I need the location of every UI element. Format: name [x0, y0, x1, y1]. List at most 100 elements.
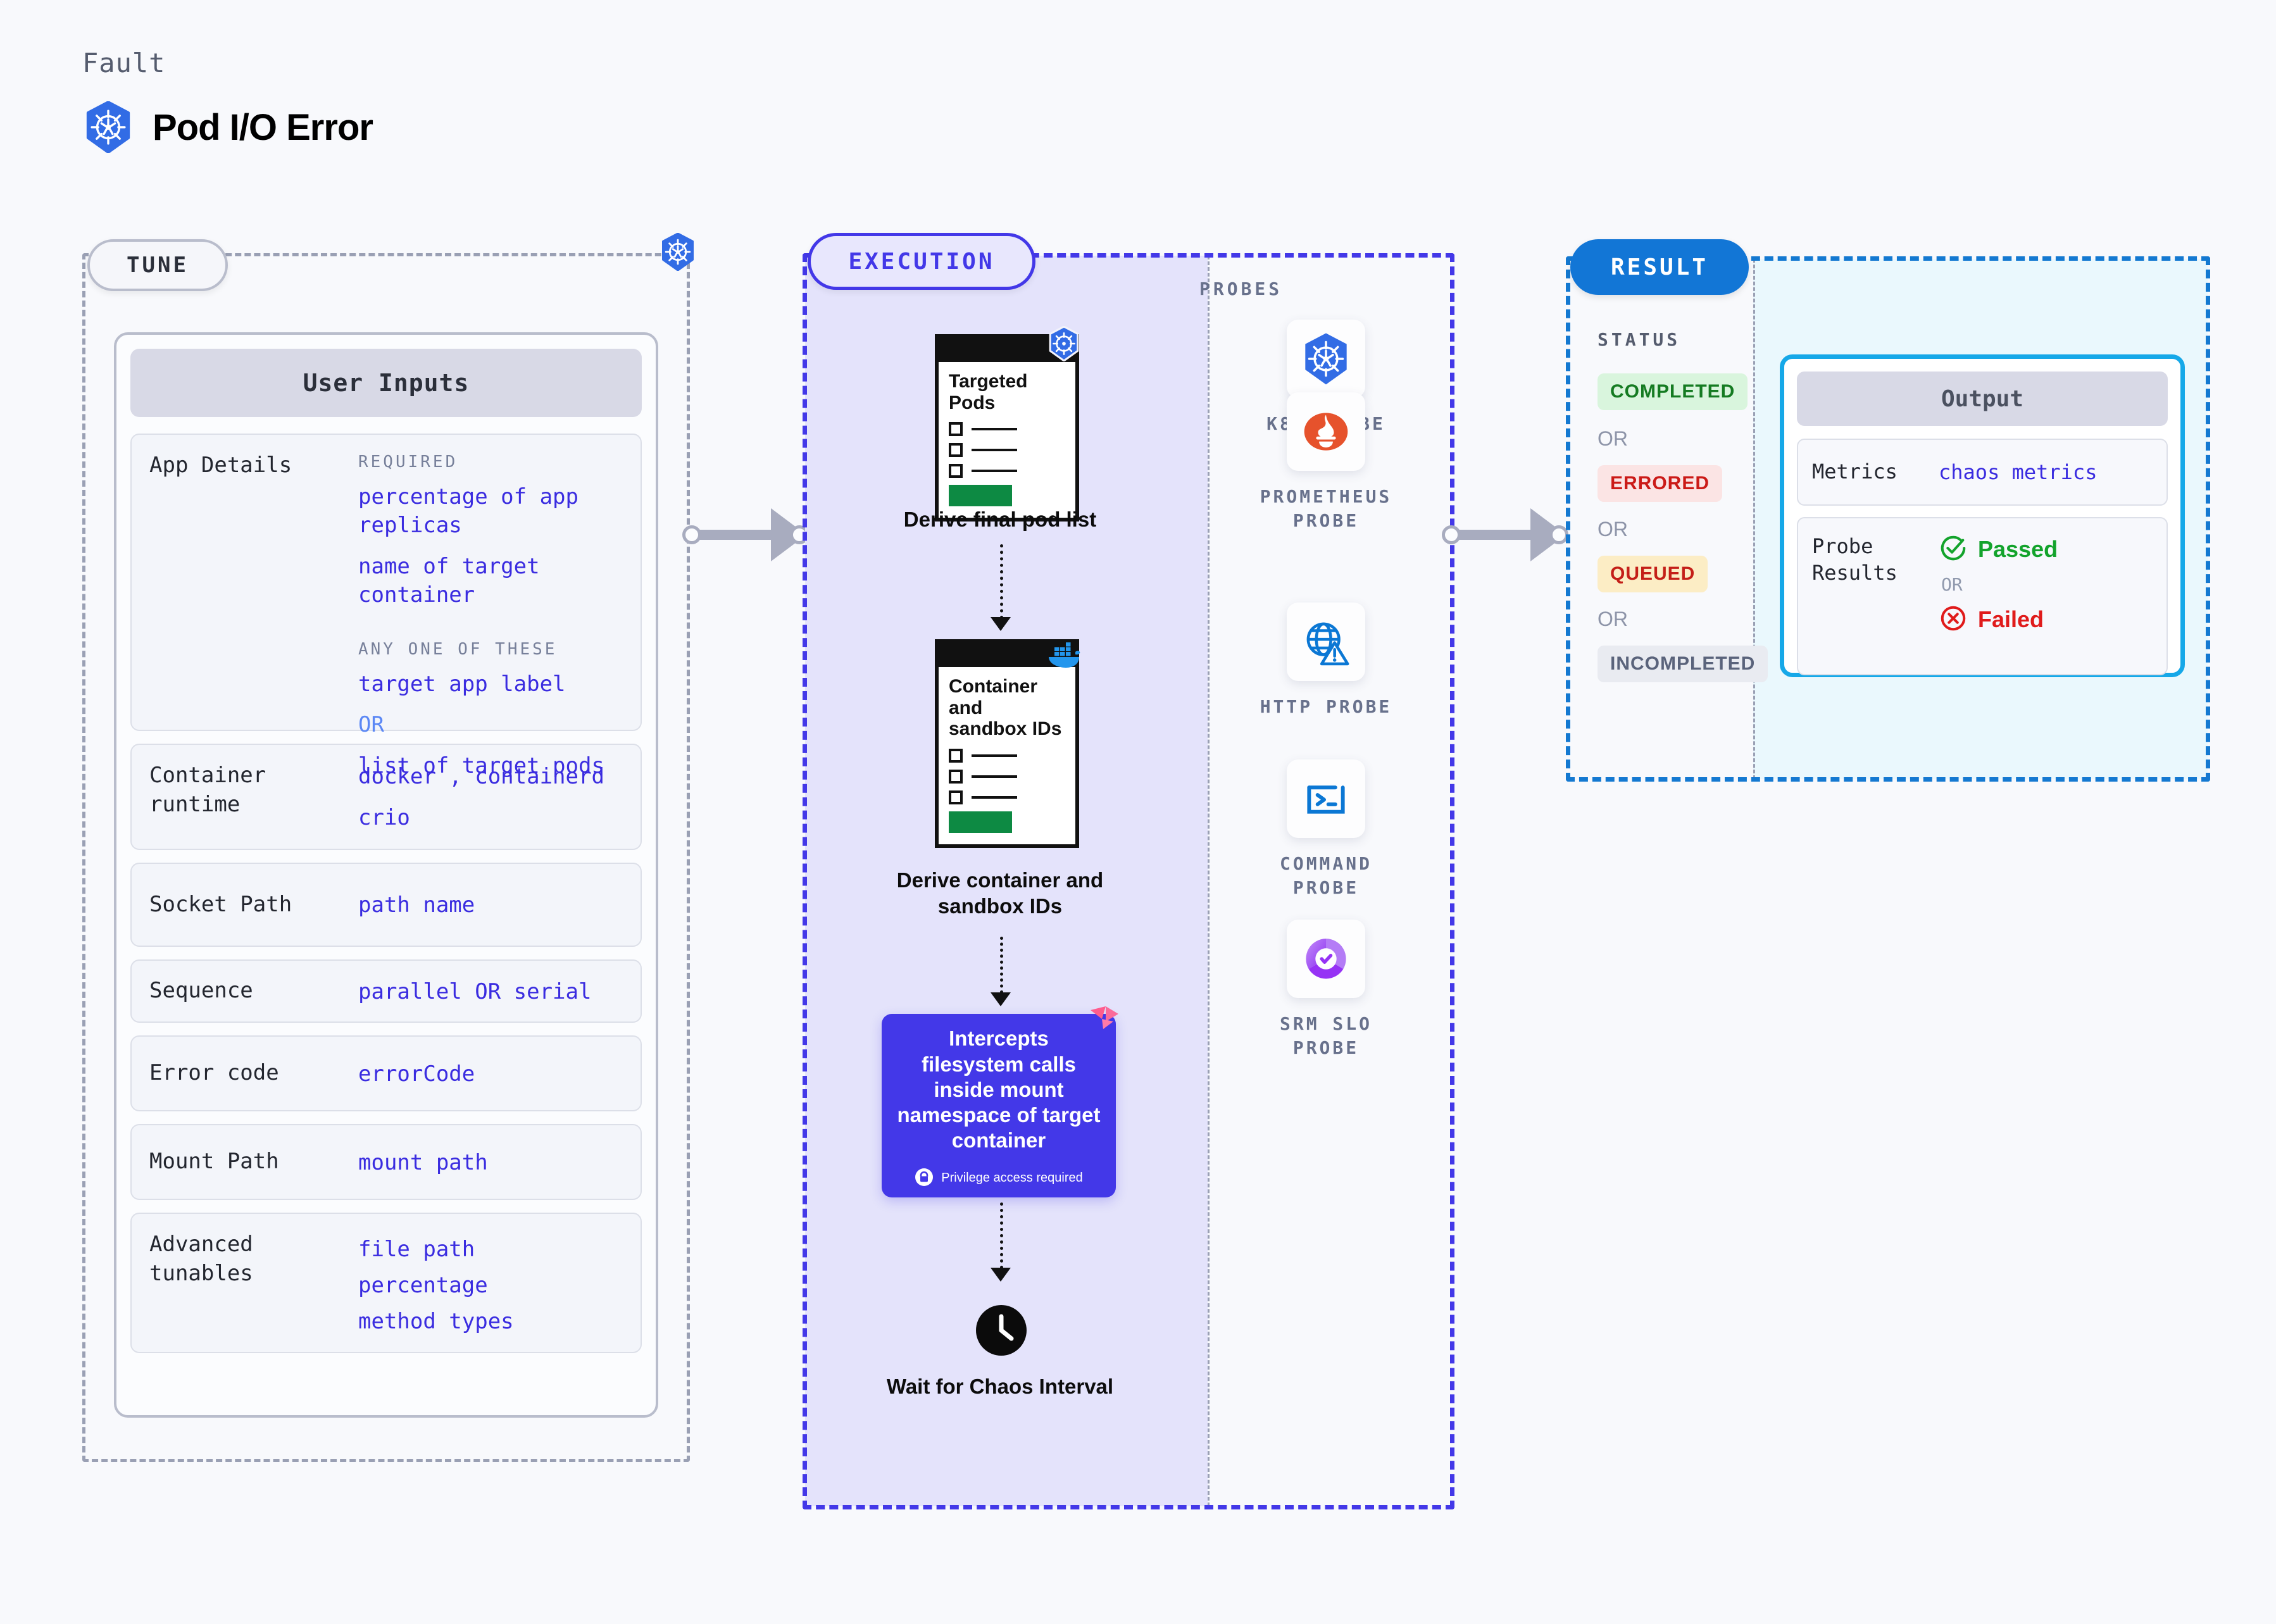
- input-row-socket-path[interactable]: Socket Path path name: [130, 863, 642, 947]
- input-value: path name: [358, 892, 475, 918]
- privilege-text: Privilege access required: [941, 1171, 1083, 1185]
- probe-label: HTTP PROBE: [1260, 696, 1392, 717]
- probes-title: PROBES: [1199, 278, 1283, 299]
- input-value: method types: [358, 1308, 514, 1334]
- tune-section-frame: [82, 253, 690, 1462]
- text-line: [972, 449, 1017, 452]
- input-value: percentage: [358, 1272, 488, 1298]
- input-values: parallel OR serial: [358, 977, 623, 1006]
- result-pill[interactable]: RESULT: [1570, 239, 1749, 295]
- input-value: list of target pods: [358, 753, 604, 779]
- output-card: Output Metrics chaos metrics Probe Resul…: [1780, 354, 2185, 677]
- probe-label: SRM SLO PROBE: [1279, 1013, 1372, 1058]
- execution-section-frame: [803, 253, 1454, 1509]
- flow-arrow: [1000, 937, 1003, 994]
- input-row-container-runtime[interactable]: Container runtime docker , containerd cr…: [130, 744, 642, 850]
- intercepts-filesystem-card: Intercepts filesystem calls inside mount…: [882, 1006, 1118, 1197]
- output-label: Metrics: [1812, 459, 1898, 484]
- text-line: [972, 796, 1017, 799]
- input-label: Container runtime: [149, 763, 266, 817]
- status-bar-green: [949, 811, 1012, 833]
- output-row-probe-results[interactable]: Probe Results Passed OR: [1797, 517, 2168, 675]
- fault-eyebrow: Fault: [82, 47, 166, 78]
- status-badge-errored: ERRORED: [1598, 465, 1723, 502]
- passed-label: Passed: [1978, 536, 2058, 562]
- input-value: percentage of app replicas: [358, 484, 578, 538]
- status-or: OR: [1598, 427, 1628, 450]
- probe-prometheus[interactable]: PROMETHEUS PROBE: [1250, 392, 1402, 533]
- output-header: Output: [1797, 372, 2168, 426]
- step-caption-derive-container-ids: Derive container and sandbox IDs: [896, 868, 1104, 918]
- input-value: file path: [358, 1237, 475, 1262]
- connector-tune-to-execution: [682, 506, 809, 563]
- checkbox-icon: [949, 443, 963, 458]
- input-value: mount path: [358, 1149, 488, 1175]
- group-heading-any-one: ANY ONE OF THESE: [358, 639, 558, 659]
- input-value: docker , containerd: [358, 764, 604, 789]
- step-caption-wait-chaos-interval: Wait for Chaos Interval: [886, 1375, 1114, 1398]
- group-heading-required: REQUIRED: [358, 453, 458, 472]
- input-label: Mount Path: [149, 1149, 279, 1175]
- prometheus-icon: [1287, 392, 1365, 471]
- input-value: target app label: [358, 671, 566, 697]
- user-inputs-card: User Inputs App Details REQUIRED percent…: [114, 332, 658, 1418]
- input-row-mount-path[interactable]: Mount Path mount path: [130, 1124, 642, 1200]
- input-value: crio: [358, 804, 410, 830]
- input-row-advanced-tunables[interactable]: Advanced tunables file path percentage m…: [130, 1213, 642, 1353]
- status-badge-queued: QUEUED: [1598, 556, 1708, 592]
- tune-pill[interactable]: TUNE: [87, 239, 228, 291]
- input-values: path name: [358, 890, 623, 920]
- page-title: Pod I/O Error: [153, 106, 373, 148]
- document-list-item: [949, 748, 1065, 763]
- input-label: Socket Path: [149, 891, 292, 917]
- execution-probes-divider: [1208, 256, 1210, 1506]
- status-badge-completed: COMPLETED: [1598, 373, 1748, 410]
- input-value: parallel OR serial: [358, 978, 592, 1004]
- kubernetes-icon: [1287, 320, 1365, 398]
- intercepts-text: Intercepts filesystem calls inside mount…: [897, 1027, 1101, 1152]
- probe-http[interactable]: HTTP PROBE: [1250, 603, 1402, 719]
- lock-icon: [915, 1168, 934, 1189]
- privilege-note: Privilege access required: [915, 1168, 1083, 1189]
- output-row-metrics[interactable]: Metrics chaos metrics: [1797, 439, 2168, 506]
- probe-command[interactable]: COMMAND PROBE: [1250, 759, 1402, 900]
- input-value: name of target container: [358, 553, 540, 608]
- text-line: [972, 470, 1017, 473]
- document-title: Targeted Pods: [949, 371, 1028, 413]
- input-label: Error code: [149, 1060, 279, 1086]
- probe-result-passed: Passed: [1939, 534, 2153, 565]
- flow-arrow-head: [991, 617, 1011, 631]
- flow-arrow: [1000, 544, 1003, 619]
- check-circle-icon: [1939, 534, 1968, 565]
- clock-icon: [975, 1304, 1028, 1359]
- checkbox-icon: [949, 464, 963, 478]
- user-inputs-header: User Inputs: [130, 349, 642, 417]
- output-values: Passed OR Failed: [1939, 534, 2153, 659]
- checkbox-icon: [949, 790, 963, 804]
- status-or: OR: [1598, 518, 1628, 540]
- document-list-item: [949, 464, 1065, 478]
- result-section-frame: [1566, 256, 2210, 782]
- failed-label: Failed: [1978, 606, 2044, 632]
- probe-srm-slo[interactable]: SRM SLO PROBE: [1250, 920, 1402, 1060]
- srm-slo-icon: [1287, 920, 1365, 998]
- input-values: REQUIRED percentage of app replicas name…: [358, 451, 623, 778]
- input-row-sequence[interactable]: Sequence parallel OR serial: [130, 959, 642, 1023]
- text-line: [972, 428, 1017, 431]
- input-label: Advanced tunables: [149, 1232, 253, 1286]
- input-values: mount path: [358, 1147, 623, 1177]
- result-status-divider: [1753, 259, 1755, 779]
- status-or: OR: [1598, 608, 1628, 630]
- input-values: file path percentage method types: [358, 1230, 623, 1335]
- checkbox-icon: [949, 769, 963, 784]
- probe-label: PROMETHEUS PROBE: [1260, 486, 1392, 531]
- input-row-app-details[interactable]: App Details REQUIRED percentage of app r…: [130, 434, 642, 778]
- output-metrics-value: chaos metrics: [1939, 460, 2098, 484]
- probe-result-or: OR: [1941, 574, 1963, 595]
- checkbox-icon: [949, 422, 963, 437]
- document-body: Targeted Pods: [939, 362, 1075, 518]
- kubernetes-icon: [660, 232, 696, 273]
- execution-pill[interactable]: EXECUTION: [808, 233, 1035, 290]
- input-row-error-code[interactable]: Error code errorCode: [130, 1035, 642, 1111]
